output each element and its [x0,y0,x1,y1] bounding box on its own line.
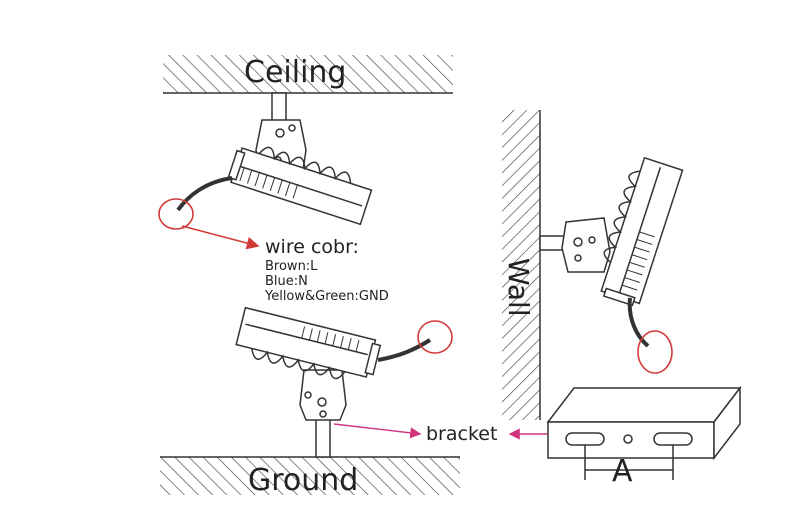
ground-surface [160,456,460,495]
wire-highlight-ground [417,320,453,354]
ceiling-label: Ceiling [244,55,347,90]
wall-label: Wall [502,258,535,317]
wire-highlight-ceiling [158,198,194,230]
bracket-label: bracket [426,423,498,445]
dimension-a-label: A [612,454,633,489]
wire-brown-label: Brown:L [265,259,318,274]
ceiling-surface [163,55,453,94]
bracket-pointer-left [333,423,422,439]
ground-floodlight [235,306,432,458]
wall-floodlight [539,156,684,348]
wire-highlight-wall [637,330,673,374]
wire-color-title: wire cobr: [265,236,359,258]
ground-label: Ground [248,463,359,498]
ceiling-floodlight [176,92,373,226]
wall-surface [502,110,541,420]
wire-pointer-arrow [181,225,260,250]
wire-blue-label: Blue:N [265,274,308,289]
bracket-detail [546,385,742,480]
wire-gnd-label: Yellow&Green:GND [265,289,389,304]
